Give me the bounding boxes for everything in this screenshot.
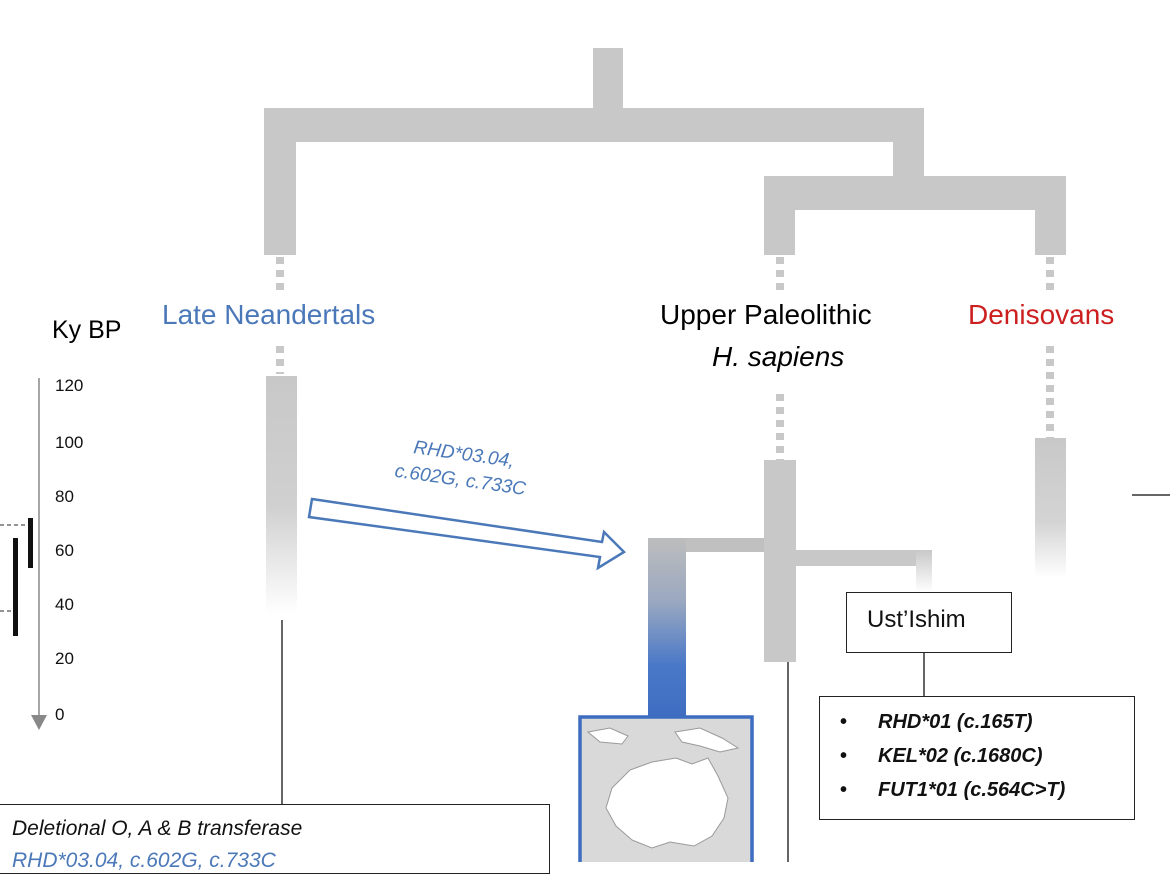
introgression-arrow — [307, 497, 627, 571]
australia-map-inset — [578, 715, 754, 862]
arrow-shape — [307, 497, 627, 571]
sapiens-stem — [764, 208, 795, 255]
label-late-neandertals: Late Neandertals — [162, 299, 376, 330]
range-bar-left — [13, 538, 18, 636]
axis-tick-label: 100 — [55, 433, 84, 452]
sapiens-lineage — [648, 460, 932, 720]
australia-shape — [605, 757, 729, 849]
bullet-icon: • — [840, 711, 848, 733]
ust-ishim-label: Ust’Ishim — [867, 606, 966, 633]
indonesia-shape — [586, 727, 629, 745]
tree-upper — [264, 48, 1066, 255]
axis-tick-label: 80 — [55, 487, 74, 506]
sapiens-lineage-bar — [764, 460, 796, 662]
axis-tick-label: 20 — [55, 649, 74, 668]
bullet-icon: • — [840, 745, 848, 767]
axis-arrowhead — [31, 715, 47, 730]
axis-tick-label: 60 — [55, 541, 74, 560]
allele-item: KEL*02 (c.1680C) — [878, 745, 1043, 767]
axis-tick-label: 120 — [55, 376, 84, 395]
sapiens-denisovan-crossbar — [764, 176, 1066, 210]
bullet-icon: • — [840, 779, 848, 801]
new-guinea-shape — [674, 727, 740, 753]
neandertal-box-line1: Deletional O, A & B transferase — [12, 817, 303, 840]
sahul-branch-bar — [648, 538, 686, 720]
range-indicators — [0, 518, 33, 636]
ust-ishim-branch-bar — [916, 550, 932, 592]
allele-item: FUT1*01 (c.564C>T) — [878, 779, 1066, 801]
dotted-connectors — [276, 257, 1054, 460]
time-axis — [31, 378, 47, 730]
root-stem — [593, 48, 623, 110]
root-crossbar — [264, 108, 924, 142]
axis-tick-label: 0 — [55, 705, 65, 724]
neandertal-lineage-bar — [266, 376, 297, 614]
axis-title: Ky BP — [52, 316, 122, 344]
sapiens-denisovan-stem — [893, 140, 924, 180]
label-upper-paleolithic: Upper Paleolithic — [660, 299, 872, 330]
label-h-sapiens: H. sapiens — [712, 341, 845, 372]
label-denisovans: Denisovans — [968, 299, 1115, 330]
ust-ishim-box: Ust’Ishim — [846, 592, 1012, 653]
denisovan-stem — [1035, 208, 1066, 255]
denisovan-lineage-bar — [1035, 438, 1066, 578]
connector-lines — [281, 494, 1170, 862]
ust-ishim-allele-box: • RHD*01 (c.165T) • KEL*02 (c.1680C) • F… — [819, 696, 1135, 820]
ust-ishim-branch-cross — [796, 550, 932, 566]
neandertal-stem — [264, 140, 296, 255]
range-bar-right — [28, 518, 33, 568]
neandertal-allele-box: Deletional O, A & B transferase RHD*03.0… — [0, 804, 550, 874]
neandertal-box-line2: RHD*03.04, c.602G, c.733C — [12, 849, 276, 872]
axis-tick-label: 40 — [55, 595, 74, 614]
allele-item: RHD*01 (c.165T) — [878, 711, 1033, 733]
